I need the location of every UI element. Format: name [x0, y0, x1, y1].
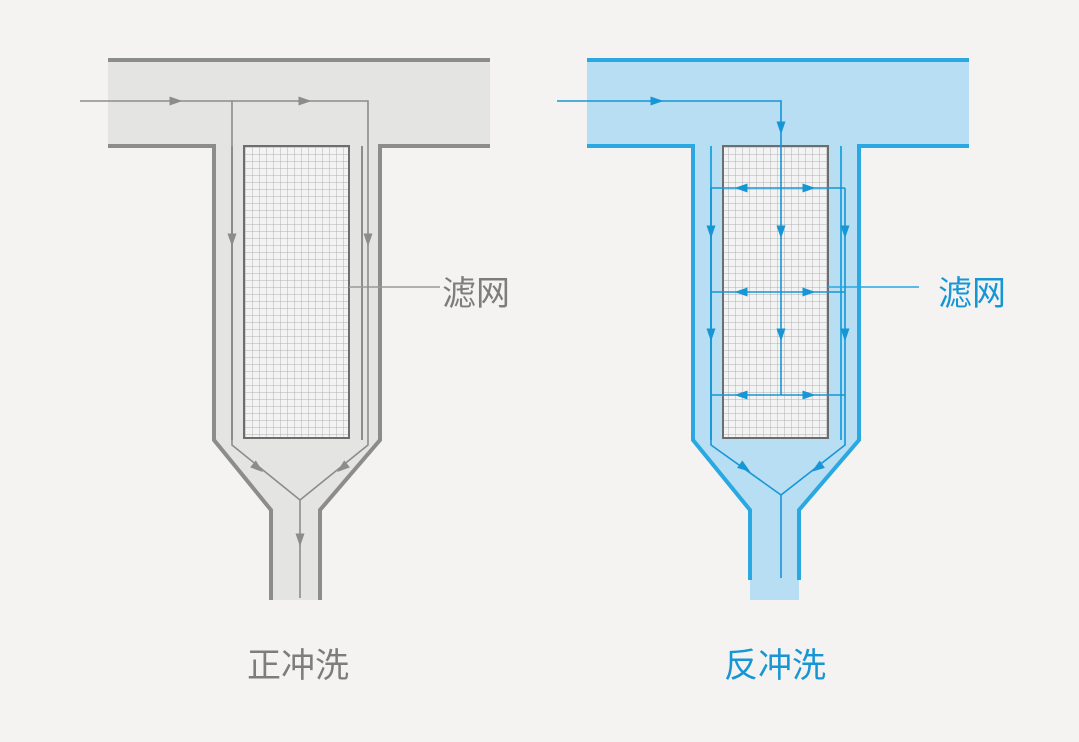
back-arrow-center-top	[776, 121, 786, 135]
back-arrow-bot-right	[802, 390, 816, 400]
back-arrow-left-2	[706, 328, 716, 342]
back-right-wall	[797, 144, 969, 580]
forward-arrow-1	[169, 96, 183, 106]
back-header-pipe	[587, 60, 969, 146]
back-arrow-right-1	[840, 225, 850, 239]
forward-arrow-outlet	[295, 533, 305, 547]
forward-arrow-funnel-left	[250, 460, 264, 473]
forward-left-wall	[108, 144, 273, 600]
back-arrow-funnel-right	[811, 460, 825, 472]
backwash-filter-label: 滤网	[938, 274, 1006, 314]
forward-right-wall	[318, 144, 490, 600]
back-arrow-right-2	[840, 328, 850, 342]
back-arrow-mid-right	[802, 287, 816, 297]
back-right-flow	[780, 188, 846, 496]
back-inlet-flow	[557, 100, 782, 188]
forward-arrow-right-down	[363, 233, 373, 247]
forward-left-flow	[231, 101, 301, 598]
back-arrow-center-mid	[776, 225, 786, 239]
back-arrow-funnel-left	[737, 460, 751, 472]
forward-wash-title: 正冲洗	[247, 646, 349, 686]
forward-arrow-funnel-right	[336, 460, 350, 473]
forward-filter-label: 滤网	[442, 274, 510, 314]
forward-filter-mesh	[243, 145, 350, 439]
back-arrow-inlet	[650, 96, 664, 106]
back-arrow-bot-left	[734, 390, 748, 400]
forward-arrow-2	[298, 96, 312, 106]
back-arrow-left-1	[706, 225, 716, 239]
back-left-wall	[587, 144, 752, 580]
back-arrow-top-right	[802, 183, 816, 193]
back-arrow-center-low	[776, 328, 786, 342]
back-arrow-mid-left	[734, 287, 748, 297]
backwash-title: 反冲洗	[724, 646, 826, 686]
back-arrow-top-left	[734, 183, 748, 193]
back-left-flow	[710, 188, 782, 496]
forward-arrow-left-down	[227, 233, 237, 247]
